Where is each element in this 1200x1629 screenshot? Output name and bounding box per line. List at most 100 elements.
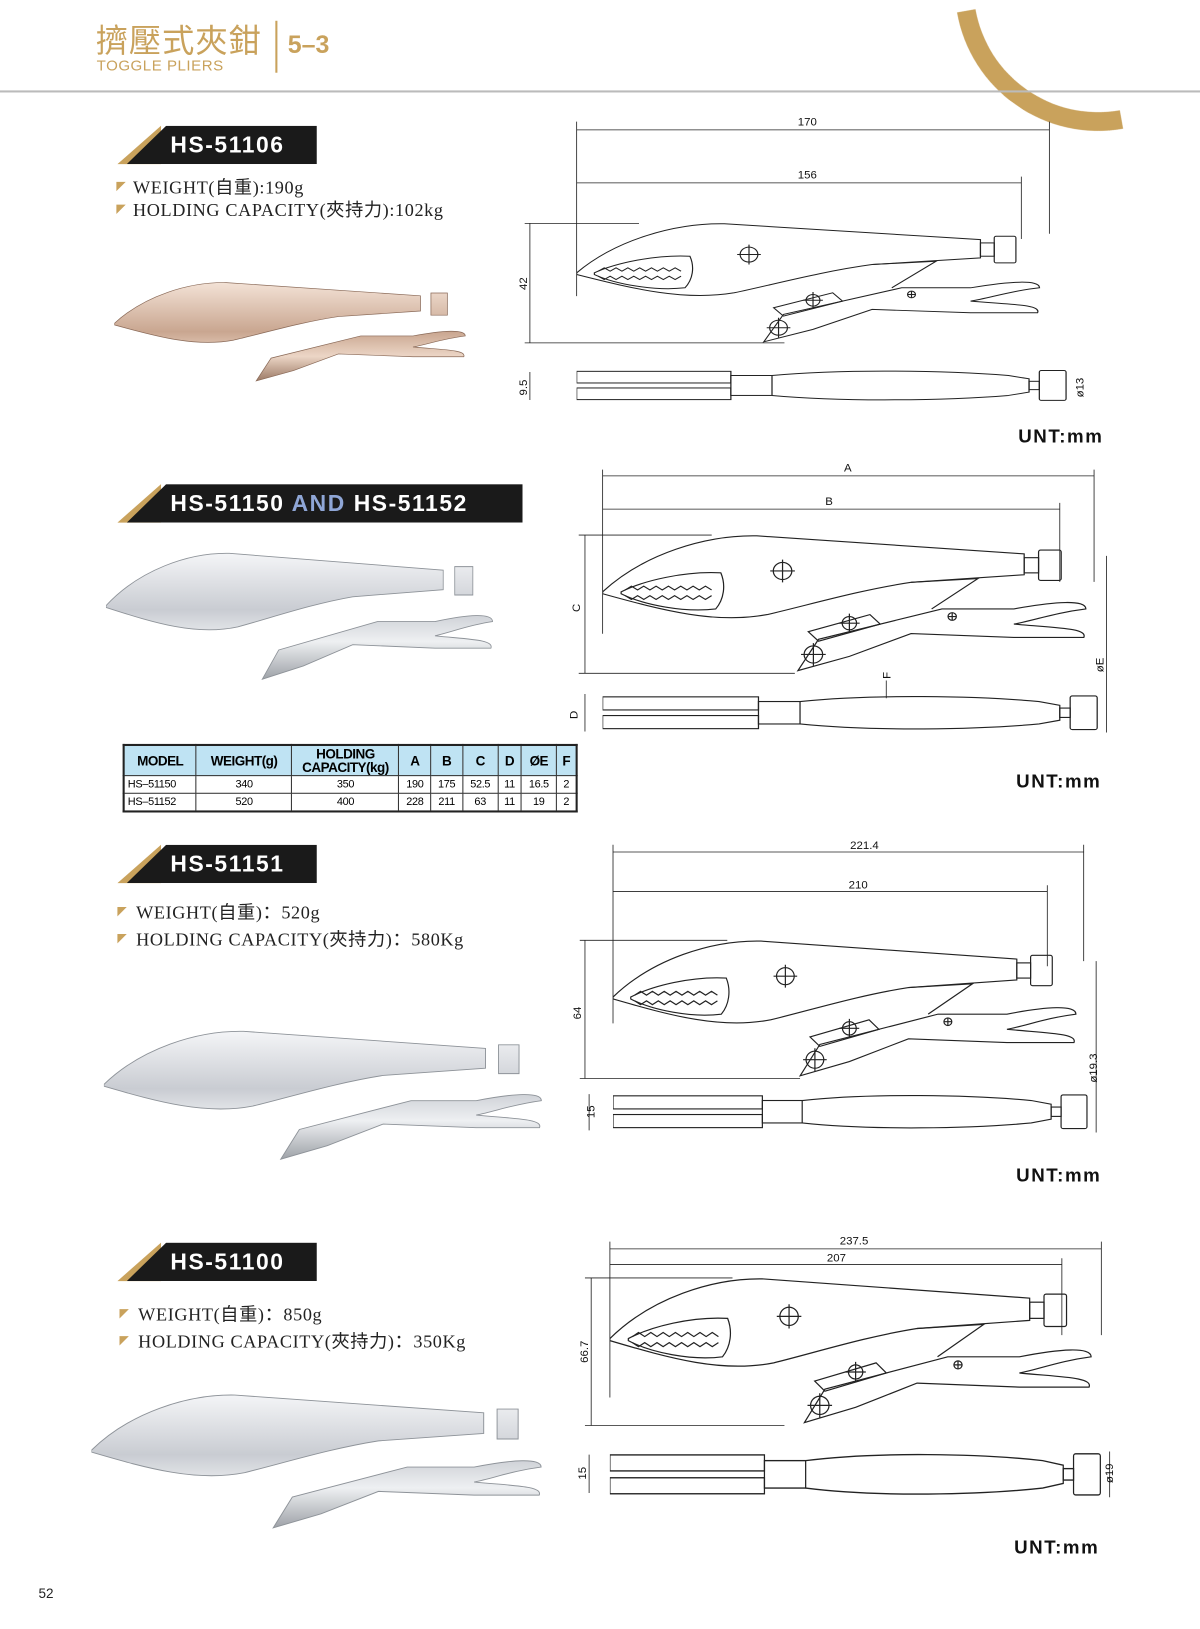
bullet-icon (116, 204, 126, 215)
dim-c: C (571, 604, 583, 612)
cell: 175 (430, 775, 464, 794)
dim-b: B (825, 496, 833, 508)
col-a: A (398, 744, 432, 777)
top-view (602, 695, 1098, 731)
spec-weight: WEIGHT(自重):190g (116, 176, 443, 199)
model-badge-hs-51106: HS-51106 (117, 125, 317, 165)
side-view (613, 940, 1077, 1077)
table-row: HS–51152 520 400 228 211 63 11 19 2 (123, 792, 578, 812)
cell: 520 (195, 792, 293, 812)
col-f: F (555, 744, 578, 777)
cell: HS–51150 (123, 775, 197, 794)
dim-a: A (844, 463, 852, 475)
spec-weight: WEIGHT(自重)：520g (117, 899, 463, 926)
product-photo-hs-51100 (91, 1394, 542, 1529)
unit-label: UNT:mm (1018, 425, 1104, 447)
dim-height: 42 (518, 277, 530, 290)
cell: 19 (520, 792, 558, 812)
top-view (576, 369, 1067, 402)
side-view (602, 535, 1087, 672)
dim-thickness: 15 (585, 1105, 597, 1118)
bullet-icon (117, 907, 127, 917)
model-label: HS-51150 AND HS-51152 (126, 484, 523, 523)
header-divider (275, 20, 277, 73)
cell: 190 (398, 775, 432, 794)
side-view (576, 223, 1041, 343)
spec-table: MODEL WEIGHT(g) HOLDING CAPACITY(kg) A B… (122, 743, 578, 813)
model-b: HS-51152 (353, 490, 468, 517)
cell: 11 (497, 792, 522, 812)
dim-length: 207 (827, 1252, 846, 1264)
col-model: MODEL (123, 744, 197, 777)
col-weight: WEIGHT(g) (195, 744, 293, 777)
section-number: 5–3 (287, 31, 330, 60)
col-c: C (462, 744, 499, 777)
cell: 2 (555, 792, 578, 812)
top-view (613, 1094, 1088, 1130)
spec-capacity: HOLDING CAPACITY(夾持力)：580Kg (117, 926, 463, 953)
model-label: HS-51151 (126, 844, 317, 884)
product-photo-hs-51151 (103, 1030, 542, 1160)
dim-overall: 170 (798, 117, 817, 129)
weight-text: WEIGHT(自重)：850g (138, 1303, 323, 1325)
spec-capacity: HOLDING CAPACITY(夾持力):102kg (116, 198, 443, 221)
dim-diameter: ø19 (1104, 1463, 1116, 1483)
model-badge-hs-51100: HS-51100 (117, 1242, 317, 1282)
dim-length: 210 (849, 879, 868, 891)
technical-drawing-hs-51150: A B C D F øE (569, 463, 1107, 733)
header-rule (0, 90, 1200, 93)
unit-label: UNT:mm (1016, 770, 1102, 792)
product-photo-hs-51150 (105, 552, 493, 680)
spec-list: WEIGHT(自重)：520g HOLDING CAPACITY(夾持力)：58… (117, 899, 463, 953)
cell: 211 (430, 792, 464, 812)
cell: 340 (195, 775, 293, 794)
cell: HS–51152 (123, 792, 197, 812)
dim-d: D (569, 711, 581, 719)
col-capacity: HOLDING CAPACITY(kg) (291, 744, 400, 777)
bullet-icon (116, 181, 126, 192)
table-row: HS–51150 340 350 190 175 52.5 11 16.5 2 (123, 775, 578, 794)
weight-text: WEIGHT(自重):190g (132, 176, 304, 198)
cell: 63 (462, 792, 499, 812)
spec-list: WEIGHT(自重):190g HOLDING CAPACITY(夾持力):10… (116, 176, 443, 222)
col-e: ØE (520, 744, 558, 777)
dim-height: 64 (572, 1006, 584, 1019)
col-d: D (497, 744, 522, 777)
capacity-text: HOLDING CAPACITY(夾持力)：580Kg (136, 928, 464, 950)
cell: 350 (291, 775, 400, 794)
dim-f: F (881, 672, 893, 679)
dim-thickness: 9.5 (518, 380, 530, 396)
dim-e: øE (1094, 657, 1106, 672)
model-a: HS-51150 (170, 490, 285, 517)
technical-drawing-hs-51106: 170 156 42 9.5 ø13 (518, 117, 1087, 402)
bullet-icon (119, 1309, 129, 1319)
dim-length: 156 (798, 170, 817, 182)
table-header-row: MODEL WEIGHT(g) HOLDING CAPACITY(kg) A B… (123, 744, 578, 777)
spec-list: WEIGHT(自重)：850g HOLDING CAPACITY(夾持力)：35… (119, 1301, 465, 1355)
dim-diameter: ø19.3 (1088, 1054, 1100, 1083)
unit-label: UNT:mm (1014, 1536, 1100, 1558)
technical-drawing-hs-51151: 221.4 210 64 15 ø19.3 (572, 840, 1100, 1133)
page-title-english: TOGGLE PLIERS (96, 58, 224, 75)
dim-overall: 221.4 (850, 840, 879, 852)
dim-thickness: 15 (577, 1467, 589, 1480)
capacity-text: HOLDING CAPACITY(夾持力):102kg (132, 199, 444, 221)
model-badge-hs-51150-51152: HS-51150 AND HS-51152 (117, 484, 523, 523)
dim-height: 66.7 (579, 1341, 591, 1363)
cell: 11 (497, 775, 522, 794)
spec-weight: WEIGHT(自重)：850g (119, 1301, 465, 1328)
cell: 16.5 (520, 775, 558, 794)
technical-drawing-hs-51100: 237.5 207 66.7 15 ø19 (577, 1236, 1116, 1498)
cell: 228 (398, 792, 432, 812)
col-b: B (430, 744, 464, 777)
dim-diameter: ø13 (1075, 378, 1087, 398)
unit-label: UNT:mm (1016, 1164, 1102, 1186)
side-view (609, 1278, 1092, 1424)
model-badge-hs-51151: HS-51151 (117, 844, 317, 884)
bullet-icon (117, 934, 127, 944)
cell: 400 (291, 792, 400, 812)
cell: 52.5 (462, 775, 499, 794)
model-conjunction: AND (291, 490, 346, 517)
weight-text: WEIGHT(自重)：520g (136, 901, 321, 923)
dim-overall: 237.5 (840, 1236, 869, 1248)
